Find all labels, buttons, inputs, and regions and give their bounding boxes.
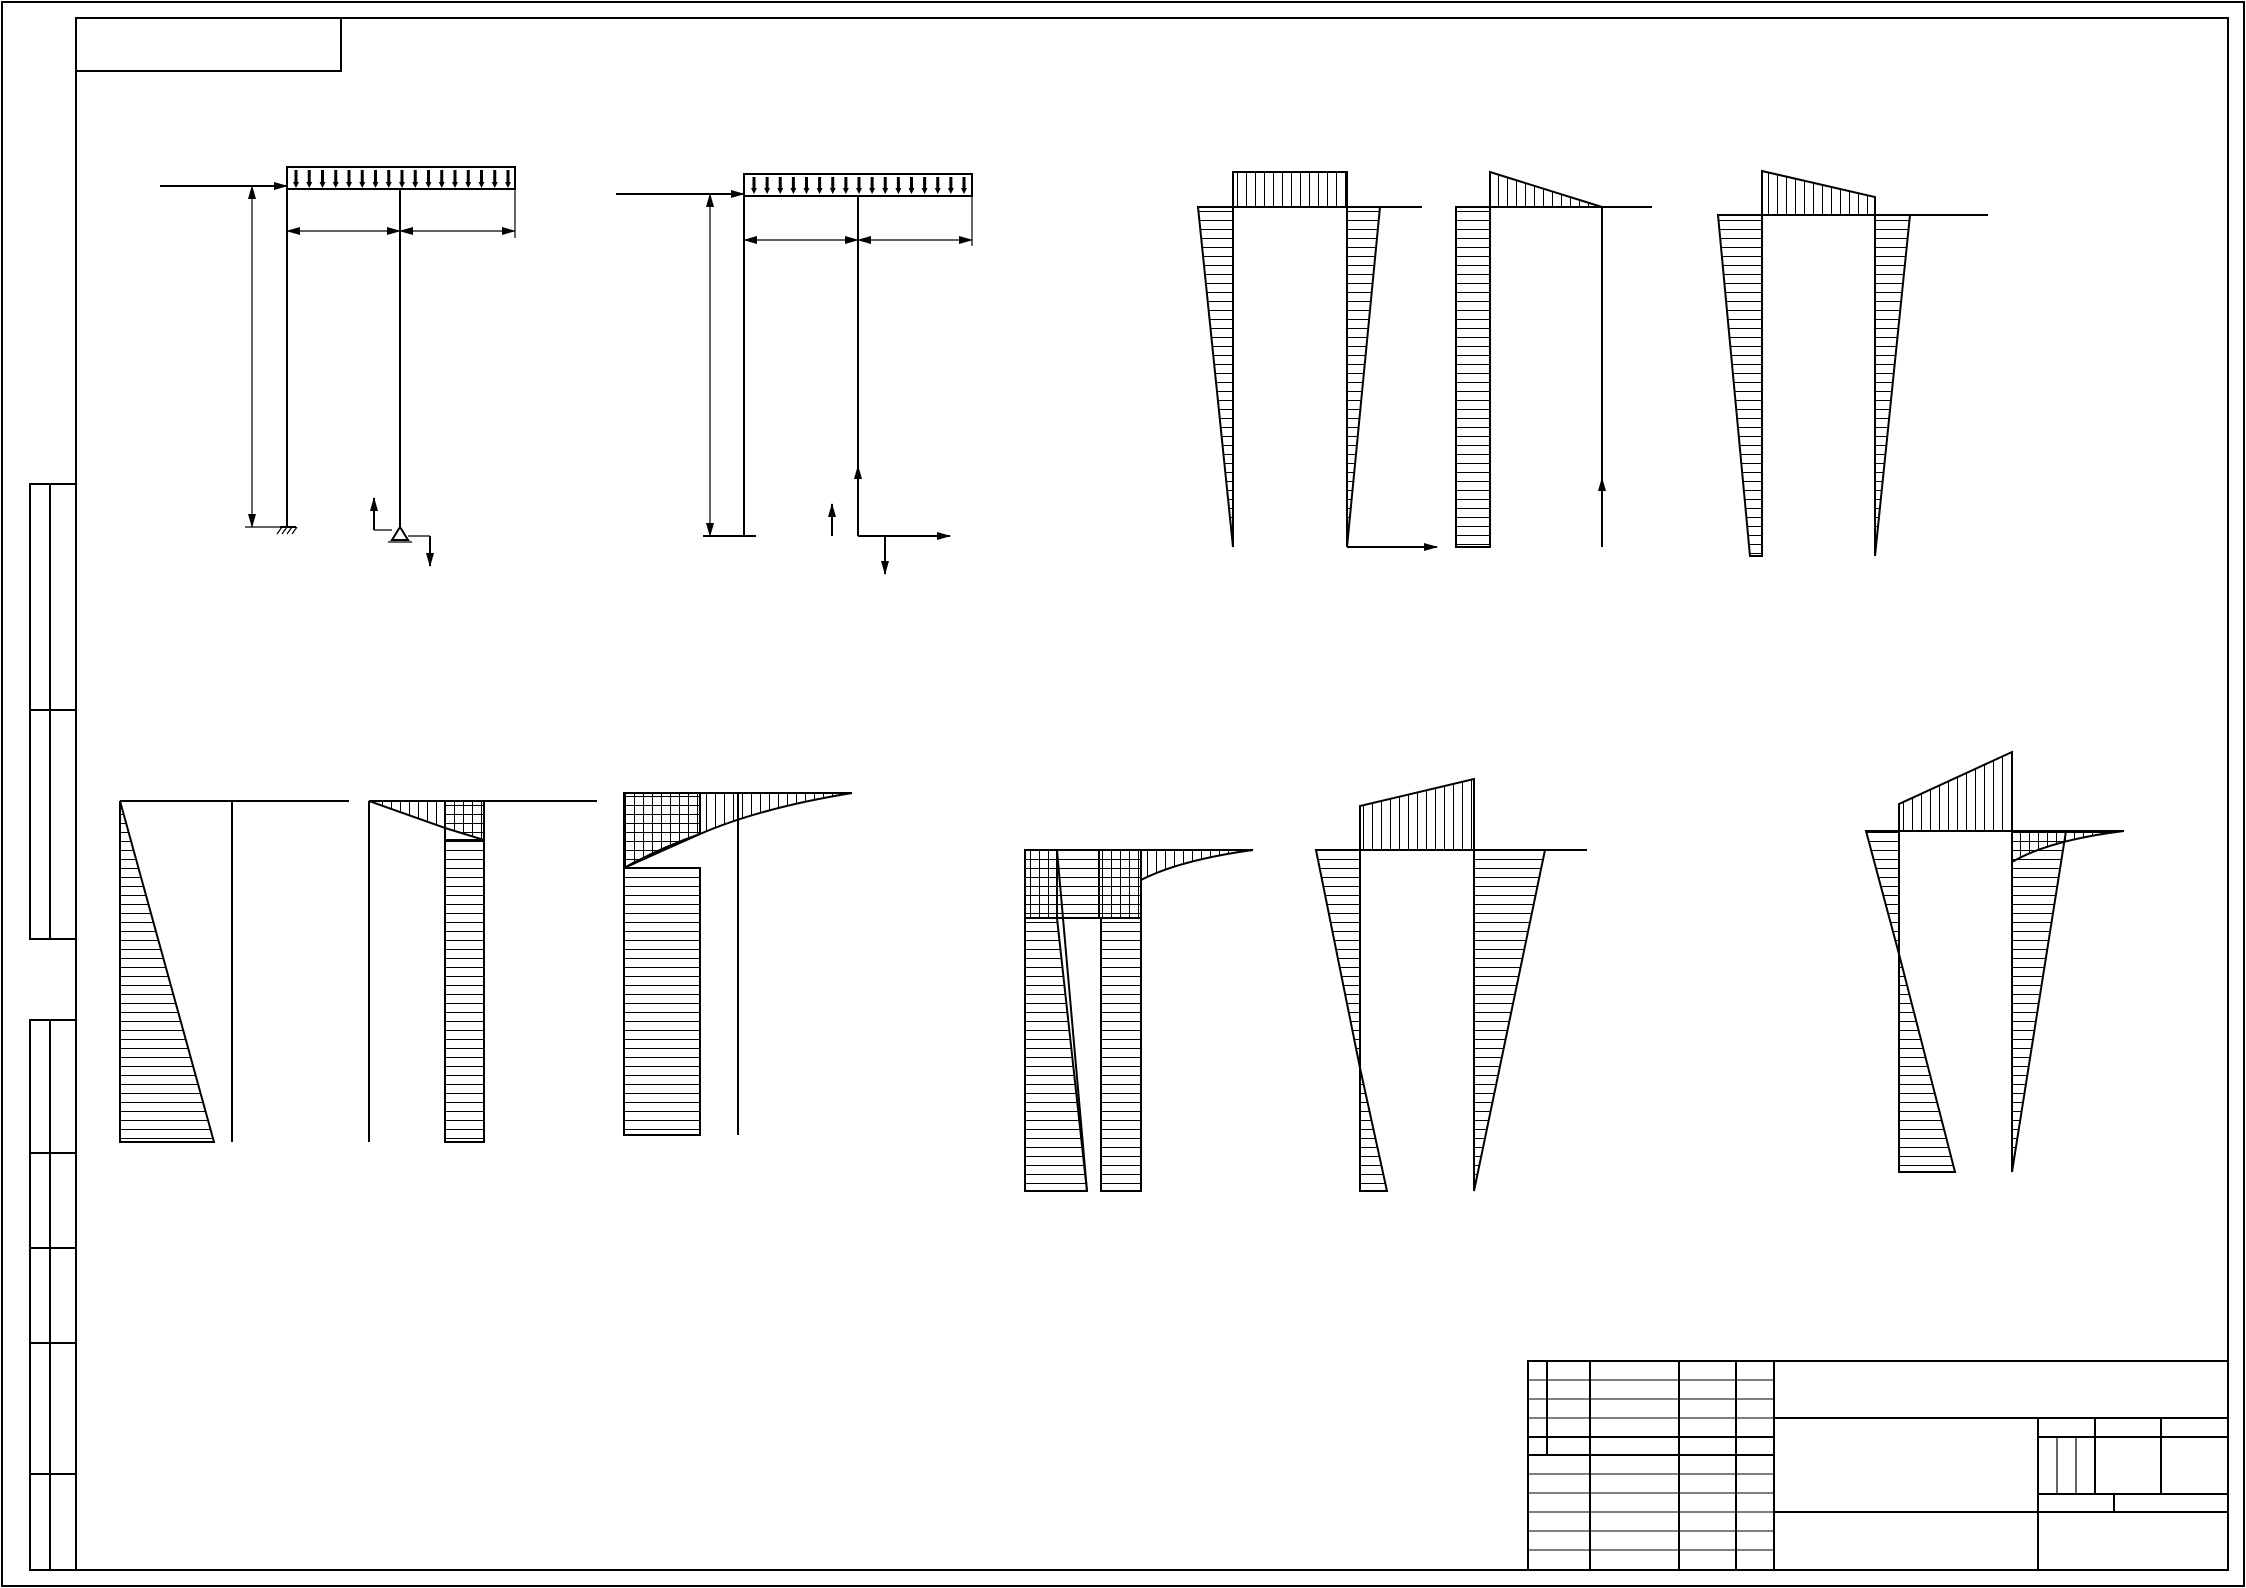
load-arrow-head — [359, 182, 366, 188]
load-arrow-head — [293, 182, 299, 188]
load-arrow-head — [816, 188, 823, 194]
top-left-stamp — [75, 17, 342, 72]
load-arrow-head — [438, 182, 445, 188]
load-arrow-head — [465, 182, 472, 188]
pinned-support-icon — [388, 525, 412, 543]
fixed-support-icon — [276, 526, 298, 535]
title-block — [1527, 1360, 2229, 1571]
load-arrow-head — [478, 182, 485, 188]
load-arrow-head — [921, 188, 928, 194]
frame-scheme-2 — [616, 173, 973, 575]
load-arrow-head — [961, 188, 967, 194]
epure-bottom-5 — [1314, 777, 1587, 1192]
load-arrow-head — [491, 182, 498, 188]
epure-bottom-3 — [623, 792, 853, 1136]
epure-bottom-1 — [119, 800, 349, 1143]
frame-scheme-1 — [160, 166, 516, 567]
epure-bottom-2 — [368, 800, 597, 1143]
epure-top-2 — [1455, 170, 1652, 548]
load-arrow-head — [452, 182, 458, 188]
load-arrow-head — [346, 182, 352, 188]
load-arrow-head — [869, 188, 876, 194]
load-arrow-head — [412, 182, 419, 188]
load-arrow-head — [399, 182, 405, 188]
load-arrow-head — [856, 188, 862, 194]
title-block-rows — [1528, 1379, 1774, 1551]
load-arrow-head — [895, 188, 902, 194]
load-arrows-2 — [751, 177, 967, 194]
load-arrow-head — [385, 182, 392, 188]
load-arrow-head — [908, 188, 915, 194]
load-arrow-head — [842, 188, 849, 194]
load-arrow-head — [505, 182, 511, 188]
binding-strip — [29, 483, 77, 1571]
load-arrow-head — [372, 182, 379, 188]
load-arrow-head — [882, 188, 889, 194]
epure-bottom-4 — [1024, 849, 1254, 1192]
load-arrows-1 — [293, 170, 511, 188]
load-arrow-head — [790, 188, 797, 194]
load-arrow-head — [319, 182, 326, 188]
epure-top-1 — [1196, 171, 1438, 551]
load-arrow-head — [425, 182, 432, 188]
load-arrow-head — [332, 182, 339, 188]
load-arrow-head — [803, 188, 810, 194]
load-arrow-head — [777, 188, 784, 194]
load-arrow-head — [947, 188, 954, 194]
load-arrow-head — [829, 188, 836, 194]
epure-bottom-6 — [1864, 750, 2125, 1173]
load-arrow-head — [306, 182, 313, 188]
load-arrow-head — [764, 188, 771, 194]
epure-top-3 — [1716, 169, 1988, 557]
load-arrow-head — [751, 188, 757, 194]
load-arrow-head — [934, 188, 941, 194]
